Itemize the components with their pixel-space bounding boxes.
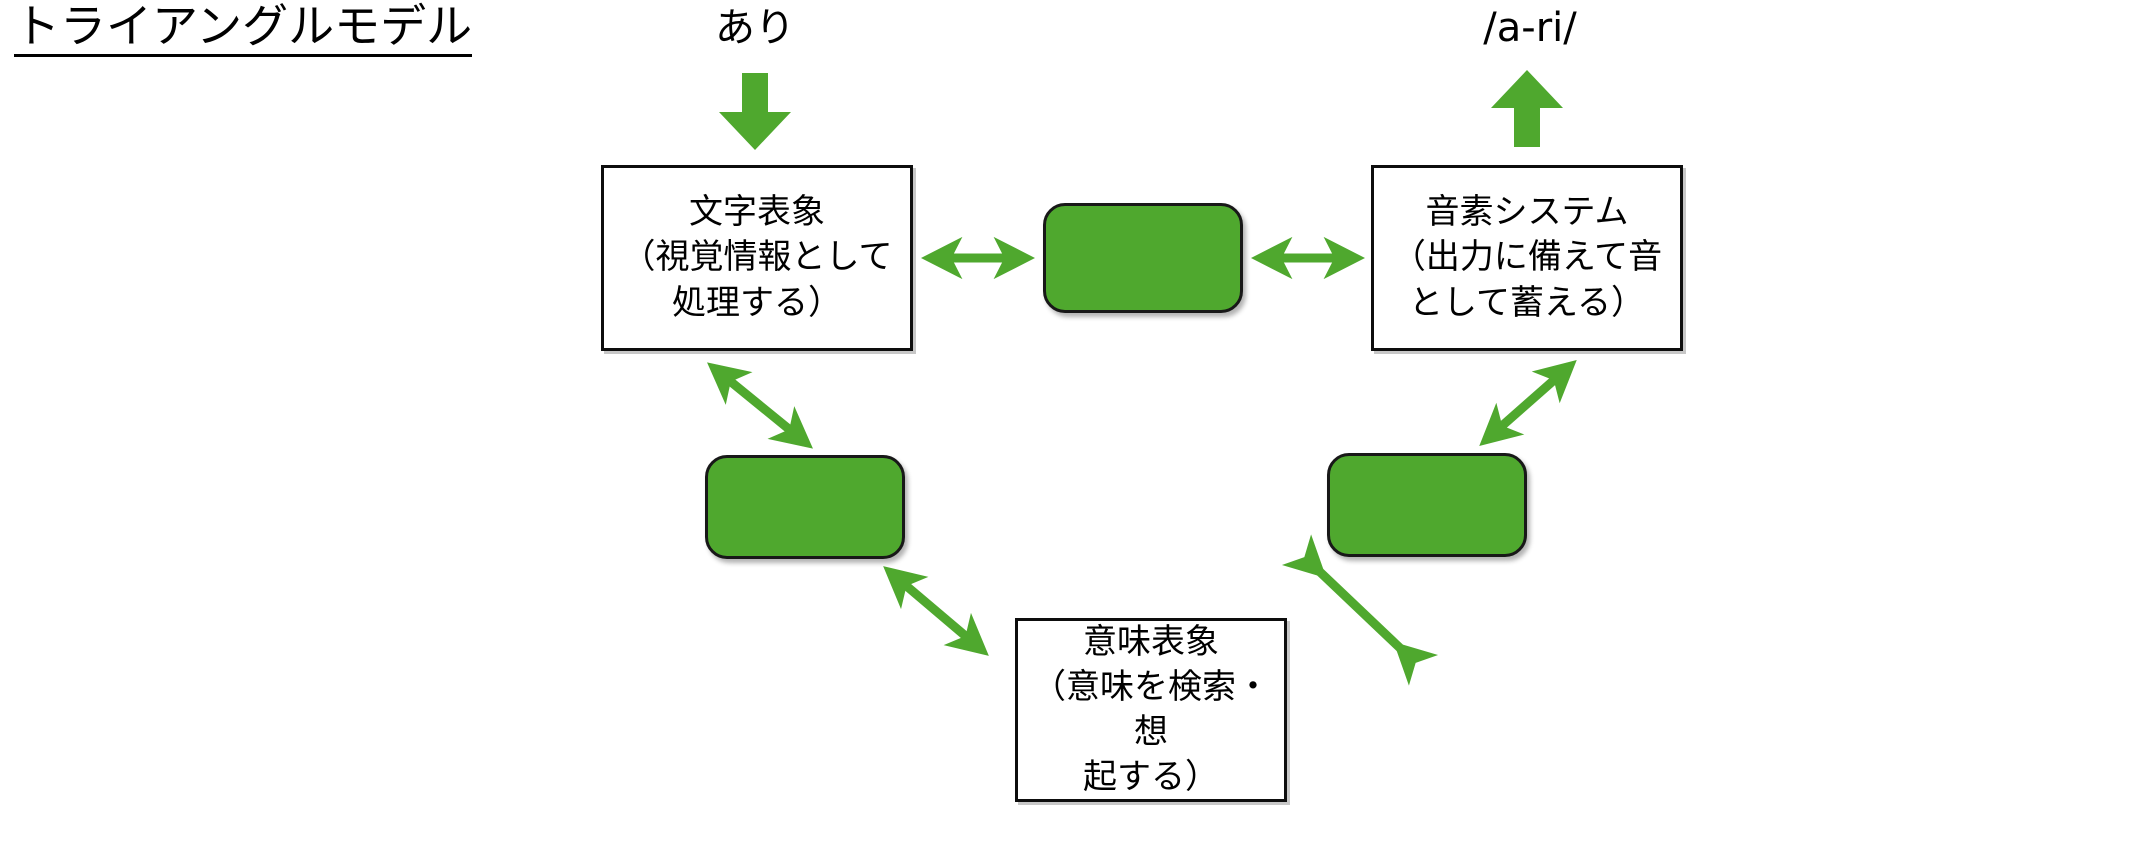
semantics-box[interactable]: 意味表象 （意味を検索・想 起する） bbox=[1015, 618, 1287, 802]
output-label: /a-ri/ bbox=[1483, 5, 1577, 51]
page-title: トライアングルモデル bbox=[14, 2, 473, 58]
hidden-unit-left[interactable] bbox=[705, 455, 905, 559]
hidden-unit-right[interactable] bbox=[1327, 453, 1527, 557]
phonology-box-text: 音素システム （出力に備えて音 として蓄える） bbox=[1391, 192, 1663, 323]
arrow-orthography-hidden-left bbox=[707, 362, 813, 449]
arrow-hidden-right-phonology bbox=[1479, 360, 1577, 446]
hidden-unit-top[interactable] bbox=[1043, 203, 1243, 313]
phonology-box[interactable]: 音素システム （出力に備えて音 として蓄える） bbox=[1371, 165, 1683, 351]
orthography-box[interactable]: 文字表象 （視覚情報として 処理する） bbox=[601, 165, 913, 351]
input-down-arrow-icon bbox=[719, 73, 791, 150]
semantics-box-text: 意味表象 （意味を検索・想 起する） bbox=[1032, 621, 1270, 798]
output-up-arrow-icon bbox=[1491, 70, 1563, 147]
input-label: あり bbox=[715, 5, 795, 51]
arrow-semantics-hidden-right bbox=[1281, 534, 1439, 686]
arrow-hidden-left-semantics bbox=[883, 566, 989, 656]
orthography-box-text: 文字表象 （視覚情報として 処理する） bbox=[621, 192, 893, 323]
